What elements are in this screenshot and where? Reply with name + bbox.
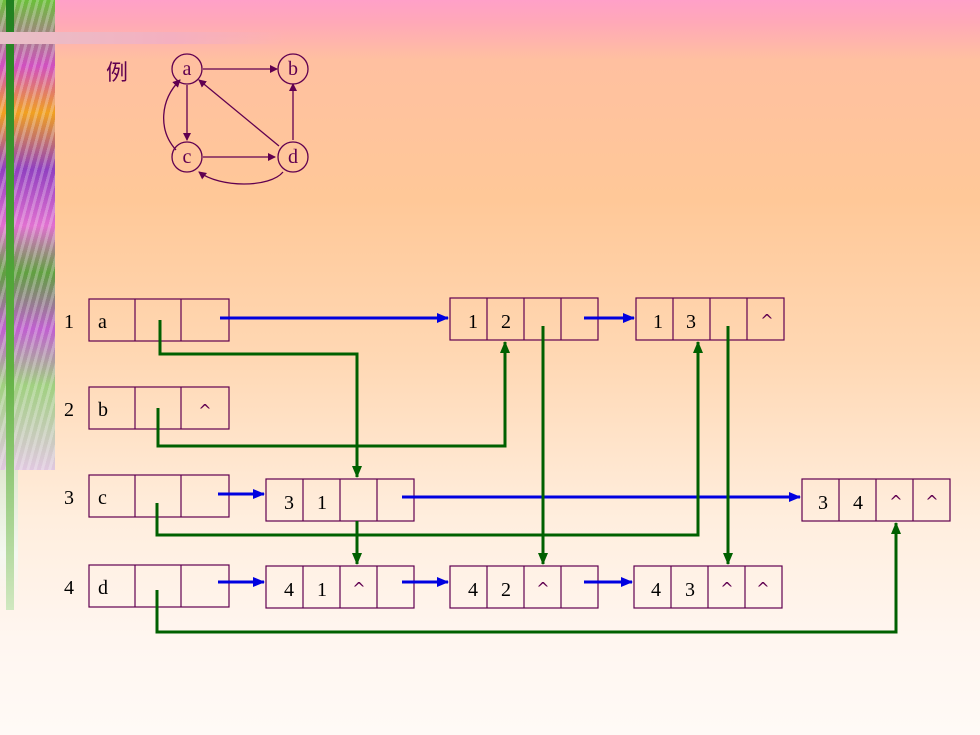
in-link-c-to-13 bbox=[155, 341, 703, 537]
head-vertex: 3 bbox=[685, 579, 695, 601]
null-pointer-cell: ^ bbox=[352, 579, 365, 598]
null-pointer-cell: ^ bbox=[198, 401, 211, 420]
graph-node-a: a bbox=[171, 53, 203, 85]
tail-vertex: 4 bbox=[651, 579, 661, 601]
arc-node-1-2: 1 2 bbox=[449, 297, 599, 341]
vertex-cell: c bbox=[98, 487, 107, 509]
tail-vertex: 1 bbox=[653, 311, 663, 333]
arc-node-4-2: 4 2 ^ bbox=[449, 565, 599, 609]
arc-node-1-3: 1 3 ^ bbox=[635, 297, 785, 341]
head-vertex: 1 bbox=[317, 579, 327, 601]
vertex-cell: a bbox=[98, 311, 107, 333]
decorative-top-bar bbox=[0, 32, 285, 44]
row-index: 3 bbox=[64, 487, 74, 509]
null-pointer-cell: ^ bbox=[720, 579, 733, 598]
null-pointer-cell: ^ bbox=[760, 311, 773, 330]
null-pointer-cell: ^ bbox=[536, 579, 549, 598]
tail-vertex: 4 bbox=[468, 579, 478, 601]
tail-vertex: 1 bbox=[468, 311, 478, 333]
head-vertex: 1 bbox=[317, 492, 327, 514]
null-pointer-cell: ^ bbox=[756, 579, 769, 598]
in-link-b-to-12 bbox=[156, 341, 510, 448]
node-label: d bbox=[288, 146, 298, 168]
head-vertex: 2 bbox=[501, 579, 511, 601]
tail-vertex: 3 bbox=[284, 492, 294, 514]
vertex-cell: b bbox=[98, 399, 108, 421]
node-label: b bbox=[288, 58, 298, 80]
in-link-arrows bbox=[155, 320, 901, 634]
row-index: 4 bbox=[64, 577, 74, 599]
graph-node-d: d bbox=[277, 141, 309, 173]
edge-c-a-curve bbox=[163, 79, 181, 151]
arc-node-4-3: 4 3 ^ ^ bbox=[633, 565, 783, 609]
vertex-row-1: 1 a bbox=[64, 298, 230, 342]
null-pointer-cell: ^ bbox=[925, 492, 938, 511]
example-label: 例 bbox=[106, 60, 128, 85]
graph-node-c: c bbox=[171, 141, 203, 173]
tail-vertex: 4 bbox=[284, 579, 294, 601]
row-index: 2 bbox=[64, 399, 74, 421]
vertex-row-4: 4 d bbox=[64, 564, 230, 608]
vertex-cell: d bbox=[98, 577, 108, 599]
row-index: 1 bbox=[64, 311, 74, 333]
arc-node-3-4: 3 4 ^ ^ bbox=[801, 478, 951, 522]
edge-d-a bbox=[198, 79, 280, 147]
tail-vertex: 3 bbox=[818, 492, 828, 514]
arc-node-3-1: 3 1 bbox=[265, 478, 415, 522]
null-pointer-cell: ^ bbox=[889, 492, 902, 511]
head-vertex: 4 bbox=[853, 492, 863, 514]
decorative-green-bar bbox=[6, 0, 14, 610]
graph-node-b: b bbox=[277, 53, 309, 85]
edge-d-c-curve bbox=[198, 171, 284, 185]
vertex-row-3: 3 c bbox=[64, 474, 230, 518]
arc-node-4-1: 4 1 ^ bbox=[265, 565, 415, 609]
out-link-arrows bbox=[218, 313, 801, 587]
node-label: c bbox=[183, 146, 192, 168]
graph-edges bbox=[163, 65, 297, 185]
node-label: a bbox=[183, 58, 192, 80]
in-link-d-to-34 bbox=[155, 522, 901, 634]
head-vertex: 2 bbox=[501, 311, 511, 333]
in-link-a-to-31 bbox=[158, 320, 362, 478]
vertex-row-2: 2 b ^ bbox=[64, 386, 230, 430]
head-vertex: 3 bbox=[686, 311, 696, 333]
